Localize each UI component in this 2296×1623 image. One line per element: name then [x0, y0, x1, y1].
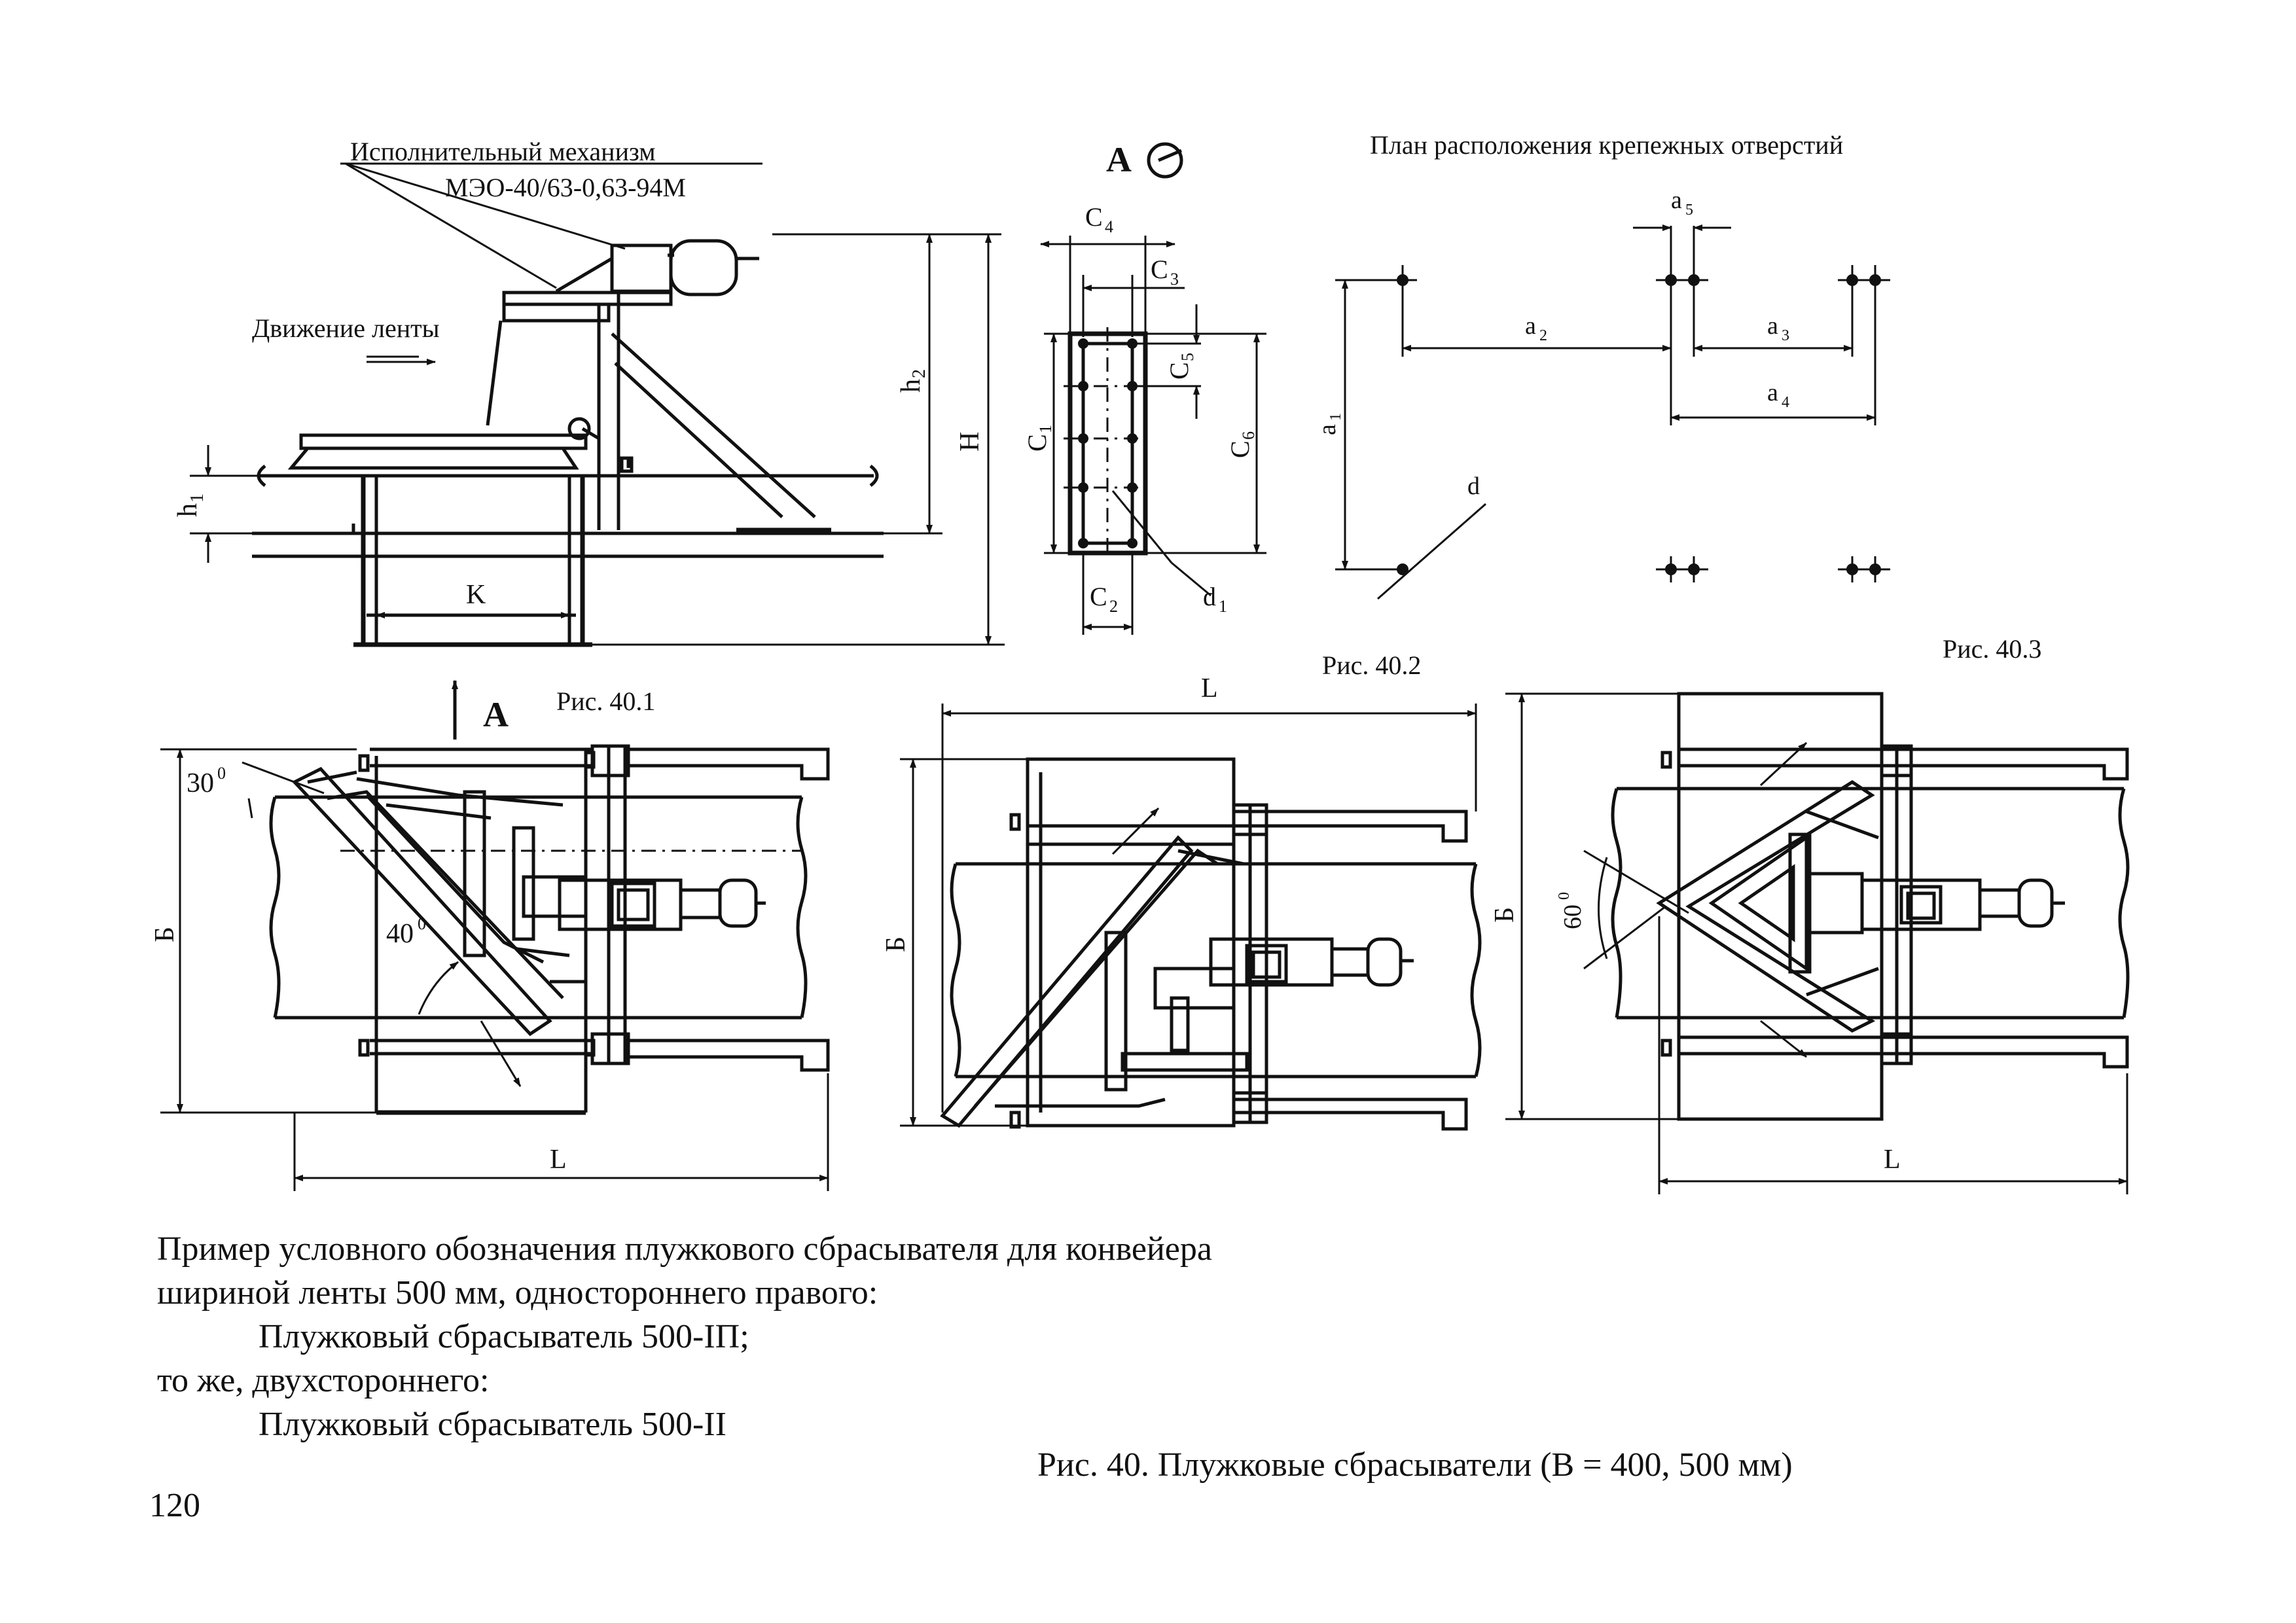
dim-a2: a — [1525, 312, 1536, 340]
svg-text:0: 0 — [217, 764, 226, 783]
fig3-plan-view: 60 0 Б L — [1490, 692, 2130, 1194]
fig2-caption: Рис. 40.2 — [1322, 651, 1421, 680]
dim-a1: a — [1314, 424, 1341, 435]
view-a-title: А — [1106, 140, 1132, 179]
fig2-view-a: А C 4 C 3 C 5 C 1 — [1022, 140, 1421, 680]
dim-a3: a — [1767, 312, 1778, 340]
dim-L-2: L — [1201, 673, 1218, 704]
svg-text:3: 3 — [1170, 270, 1179, 289]
belt-motion-label: Движение ленты — [252, 313, 439, 343]
svg-text:5: 5 — [1685, 202, 1693, 219]
dim-B-1: Б — [150, 927, 180, 942]
svg-text:1: 1 — [187, 493, 207, 503]
fixing-holes — [1388, 265, 1890, 582]
dim-a5: a — [1671, 187, 1682, 214]
svg-text:6: 6 — [1239, 431, 1258, 440]
fig3-hole-plan: План расположения крепежных отверстий a … — [1314, 130, 2041, 664]
dim-L-1: L — [550, 1145, 567, 1175]
dim-h1: h — [173, 503, 203, 517]
svg-text:2: 2 — [1109, 597, 1118, 616]
dim-c3: C — [1151, 255, 1168, 284]
svg-text:1: 1 — [1327, 413, 1344, 421]
dim-c5: C — [1164, 362, 1194, 380]
svg-text:1: 1 — [1036, 425, 1055, 433]
actuator-label: Исполнительный механизм — [350, 137, 656, 166]
dim-d: d — [1467, 473, 1480, 500]
dim-L-3: L — [1884, 1145, 1901, 1175]
actuator-box — [610, 243, 673, 293]
dim-h2: h — [896, 379, 926, 393]
svg-text:5: 5 — [1178, 353, 1197, 361]
dim-H: H — [955, 432, 985, 452]
angle-40: 40 — [386, 919, 414, 949]
svg-text:0: 0 — [1556, 892, 1573, 900]
dim-c4: C — [1085, 202, 1103, 232]
example-designation-1: Плужковый сбрасыватель 500-IП; — [259, 1318, 749, 1355]
svg-text:3: 3 — [1782, 327, 1789, 344]
dim-d1: d — [1203, 582, 1216, 611]
fig3-caption: Рис. 40.3 — [1943, 634, 2041, 664]
svg-text:4: 4 — [1782, 394, 1789, 411]
svg-text:2: 2 — [909, 369, 929, 378]
angle-60: 60 — [1559, 904, 1587, 929]
svg-text:4: 4 — [1105, 217, 1113, 236]
plough-blade — [291, 766, 552, 1037]
figure-caption: Рис. 40. Плужковые сбрасыватели (В = 400… — [1037, 1446, 1793, 1484]
fig1-plan-view: Рис. 40.1 А — [150, 680, 830, 1191]
fig1-caption: Рис. 40.1 — [556, 687, 655, 716]
motor-body — [669, 239, 738, 296]
dim-c1: C — [1022, 434, 1052, 452]
hole-plan-title: План расположения крепежных отверстий — [1370, 130, 1843, 160]
example-designation-2: Плужковый сбрасыватель 500-II — [259, 1406, 726, 1443]
svg-text:1: 1 — [1219, 597, 1227, 616]
fig1-side-view: Исполнительный механизм МЭО-40/63-0,63-9… — [173, 137, 1005, 647]
fig2-plan-view: Б L — [881, 673, 1482, 1131]
svg-text:0: 0 — [418, 914, 426, 933]
view-a-label: А — [483, 695, 509, 734]
actuator-model: МЭО-40/63-0,63-94М — [445, 173, 686, 202]
example-line-1: Пример условного обозначения плужкового … — [157, 1230, 1212, 1268]
dim-K: K — [466, 580, 486, 610]
view-rotation-icon — [1147, 142, 1183, 179]
dim-c2: C — [1090, 582, 1107, 611]
example-line-2: шириной ленты 500 мм, одностороннего пра… — [157, 1274, 878, 1311]
angle-30: 30 — [187, 768, 214, 798]
v-plough — [1656, 780, 1876, 1033]
dim-B-3: Б — [1490, 907, 1520, 923]
example-line-4: то же, двухстороннего: — [157, 1362, 490, 1399]
page-number: 120 — [149, 1487, 200, 1524]
dim-c6: C — [1225, 440, 1255, 458]
plough-blade-2 — [940, 835, 1194, 1128]
dim-a4: a — [1767, 379, 1778, 406]
dim-B-2: Б — [881, 936, 911, 952]
svg-text:2: 2 — [1539, 327, 1547, 344]
